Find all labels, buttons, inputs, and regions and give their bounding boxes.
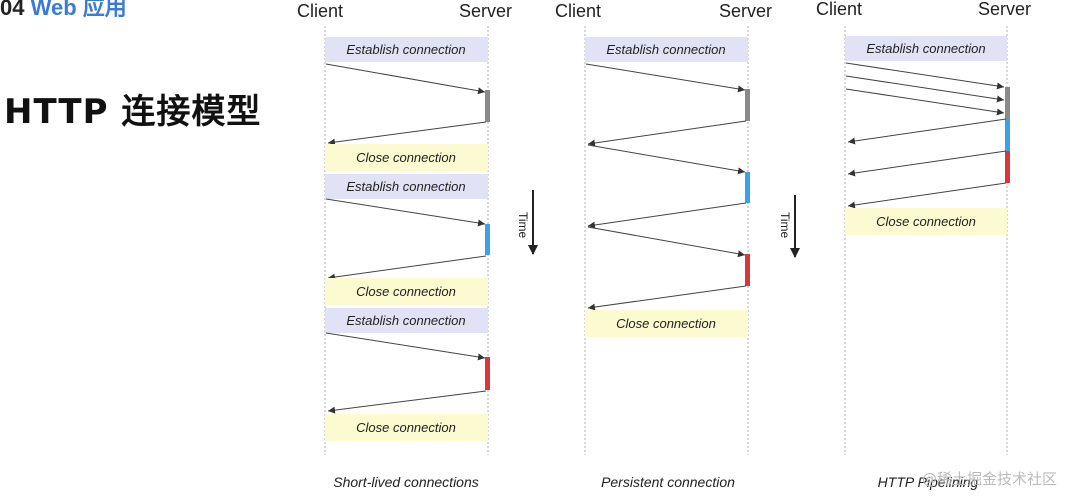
page-title: HTTP 连接模型	[4, 92, 262, 132]
server-processing-bar	[485, 90, 490, 122]
time-arrow: Time	[516, 190, 538, 255]
establish-box	[325, 308, 488, 333]
server-label: Server	[459, 1, 512, 21]
time-label: Time	[516, 212, 530, 239]
request-arrow	[325, 198, 486, 227]
request-arrow	[325, 332, 486, 361]
panel-pipelining: Client Server Establish connection Close…	[816, 0, 1031, 490]
response-arrow	[587, 285, 747, 311]
establish-label: Establish connection	[866, 41, 985, 56]
server-label: Server	[978, 0, 1031, 19]
close-label: Close connection	[356, 420, 456, 435]
response-arrow	[327, 390, 487, 414]
server-processing-bar	[485, 357, 490, 390]
section-name: Web 应用	[30, 0, 127, 20]
panel-persistent: Client Server Establish connection Close…	[555, 1, 772, 490]
request-arrow	[587, 144, 746, 175]
request-arrow	[325, 63, 486, 95]
server-processing-bar	[745, 89, 750, 121]
close-label: Close connection	[616, 316, 716, 331]
server-processing-bar	[1005, 87, 1010, 119]
close-label: Close connection	[356, 284, 456, 299]
request-arrow	[845, 75, 1005, 103]
server-processing-bar	[745, 172, 750, 203]
establish-label: Establish connection	[346, 313, 465, 328]
panel-caption: Persistent connection	[601, 474, 735, 490]
close-box	[325, 278, 488, 305]
panel-short-lived: Client Server Establish connection Close…	[297, 1, 512, 490]
establish-box	[585, 37, 748, 62]
time-label: Time	[778, 212, 792, 239]
response-arrow	[847, 182, 1007, 209]
establish-box	[325, 37, 488, 62]
request-arrow	[585, 63, 746, 93]
response-arrow	[587, 120, 747, 147]
close-label: Close connection	[356, 150, 456, 165]
response-arrow	[587, 202, 747, 229]
client-label: Client	[816, 0, 862, 19]
response-arrow	[847, 118, 1007, 145]
panel-caption: HTTP Pipelining	[878, 474, 979, 490]
response-arrow	[847, 150, 1007, 177]
watermark: @稀土掘金技术社区	[921, 470, 1057, 488]
establish-box	[325, 174, 488, 199]
establish-label: Establish connection	[346, 42, 465, 57]
response-arrow	[327, 121, 487, 146]
establish-label: Establish connection	[346, 179, 465, 194]
section-number: 04	[0, 0, 25, 20]
establish-label: Establish connection	[606, 42, 725, 57]
server-processing-bar	[1005, 151, 1010, 183]
close-box	[325, 414, 488, 441]
close-box	[325, 144, 488, 171]
server-processing-bar	[485, 224, 490, 255]
close-box	[585, 310, 748, 337]
panel-caption: Short-lived connections	[333, 474, 479, 490]
server-processing-bar	[1005, 119, 1010, 151]
client-label: Client	[297, 1, 343, 21]
close-box	[845, 208, 1007, 235]
client-label: Client	[555, 1, 601, 21]
close-label: Close connection	[876, 214, 976, 229]
server-processing-bar	[745, 254, 750, 286]
request-arrow	[845, 88, 1005, 116]
time-arrow: Time	[778, 195, 800, 258]
request-arrow	[845, 62, 1005, 90]
request-arrow	[587, 226, 746, 258]
establish-box	[845, 36, 1007, 61]
response-arrow	[327, 255, 487, 281]
section-header: 04 Web 应用	[0, 0, 127, 22]
server-label: Server	[719, 1, 772, 21]
